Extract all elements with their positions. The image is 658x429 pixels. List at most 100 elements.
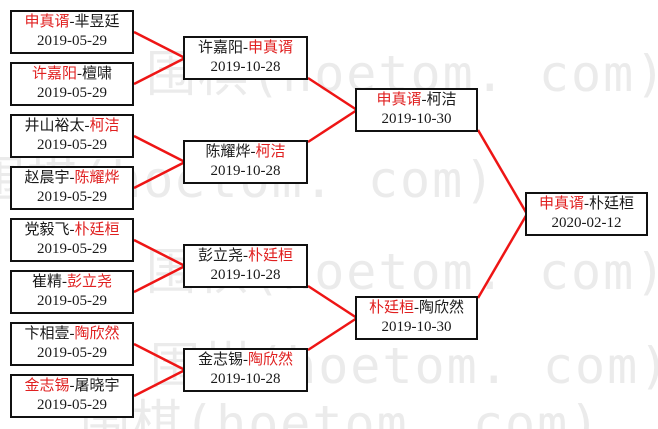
vs-separator: - xyxy=(243,248,248,264)
vs-separator: - xyxy=(84,118,90,134)
match-players: 金志锡-屠晓宇 xyxy=(12,377,132,396)
connector-line xyxy=(133,264,186,294)
vs-separator: - xyxy=(584,196,589,212)
player-name-winner: 申真谞 xyxy=(376,92,422,108)
match-players: 许嘉阳-申真谞 xyxy=(185,39,306,58)
player-name: 彭立尧 xyxy=(197,248,243,264)
match-date: 2019-05-29 xyxy=(37,241,107,257)
player-name-winner: 柯洁 xyxy=(255,144,286,160)
player-name: 崔精 xyxy=(31,274,62,290)
vs-separator: - xyxy=(69,378,75,394)
connector-line xyxy=(133,134,186,164)
connector-line xyxy=(133,342,186,372)
match-date: 2019-05-29 xyxy=(37,397,107,413)
match-box-round-of-16-1: 申真谞-芈昱廷 2019-05-29 xyxy=(10,10,134,54)
match-players: 崔精-彭立尧 xyxy=(12,273,132,292)
match-players: 金志锡-陶欣然 xyxy=(185,351,306,370)
connector-line xyxy=(476,213,529,299)
vs-separator: - xyxy=(77,66,82,82)
player-name-winner: 陶欣然 xyxy=(74,326,120,342)
player-name-winner: 许嘉阳 xyxy=(31,66,77,82)
match-players: 赵晨宇-陈耀烨 xyxy=(12,169,132,188)
player-name: 芈昱廷 xyxy=(74,14,120,30)
match-players: 卞相壹-陶欣然 xyxy=(12,325,132,344)
connector-line xyxy=(307,284,358,320)
connector-line xyxy=(133,160,186,190)
player-name: 檀啸 xyxy=(82,66,113,82)
match-date: 2019-05-29 xyxy=(37,33,107,49)
player-name: 赵晨宇 xyxy=(24,170,70,186)
match-date: 2019-05-29 xyxy=(37,293,107,309)
match-players: 陈耀烨-柯洁 xyxy=(185,143,306,162)
player-name-winner: 申真谞 xyxy=(24,14,70,30)
player-name-winner: 金志锡 xyxy=(24,378,70,394)
vs-separator: - xyxy=(250,144,256,160)
vs-separator: - xyxy=(69,326,75,342)
player-name-winner: 朴廷桓 xyxy=(248,248,294,264)
vs-separator: - xyxy=(243,352,248,368)
match-date: 2019-10-28 xyxy=(210,267,281,283)
vs-separator: - xyxy=(69,222,75,238)
player-name: 井山裕太 xyxy=(24,118,85,134)
player-name-winner: 申真谞 xyxy=(248,40,294,56)
connector-line xyxy=(307,108,358,144)
player-name: 陈耀烨 xyxy=(205,144,251,160)
vs-separator: - xyxy=(62,274,67,290)
player-name: 卞相壹 xyxy=(24,326,70,342)
player-name: 金志锡 xyxy=(197,352,243,368)
match-players: 申真谞-朴廷桓 xyxy=(527,195,646,214)
player-name: 屠晓宇 xyxy=(74,378,120,394)
vs-separator: - xyxy=(421,92,427,108)
player-name-winner: 申真谞 xyxy=(538,196,584,212)
connector-line xyxy=(133,56,186,86)
player-name: 柯洁 xyxy=(426,92,457,108)
player-name-winner: 朴廷桓 xyxy=(368,300,414,316)
vs-separator: - xyxy=(69,14,75,30)
match-date: 2019-10-28 xyxy=(210,371,281,387)
match-date: 2019-05-29 xyxy=(37,189,107,205)
connector-line xyxy=(133,368,186,398)
player-name-winner: 柯洁 xyxy=(89,118,120,134)
match-players: 申真谞-柯洁 xyxy=(357,91,476,110)
player-name-winner: 朴廷桓 xyxy=(74,222,120,238)
match-date: 2019-10-30 xyxy=(381,319,452,335)
player-name-winner: 陈耀烨 xyxy=(74,170,120,186)
match-date: 2019-05-29 xyxy=(37,345,107,361)
player-name-winner: 陶欣然 xyxy=(248,352,294,368)
match-date: 2019-10-28 xyxy=(210,163,281,179)
match-date: 2020-02-12 xyxy=(551,215,622,231)
vs-separator: - xyxy=(414,300,419,316)
connector-line xyxy=(307,316,358,352)
match-players: 党毅飞-朴廷桓 xyxy=(12,221,132,240)
connector-line xyxy=(307,76,358,112)
connector-line xyxy=(133,238,186,268)
match-date: 2019-05-29 xyxy=(37,85,107,101)
connector-line xyxy=(476,129,529,215)
player-name: 党毅飞 xyxy=(24,222,70,238)
match-date: 2019-05-29 xyxy=(37,137,107,153)
player-name: 朴廷桓 xyxy=(589,196,635,212)
watermark-text: 围棋(hoetom. com) xyxy=(80,395,602,429)
match-date: 2019-10-28 xyxy=(210,59,281,75)
player-name-winner: 彭立尧 xyxy=(67,274,113,290)
match-players: 彭立尧-朴廷桓 xyxy=(185,247,306,266)
vs-separator: - xyxy=(69,170,75,186)
player-name: 许嘉阳 xyxy=(197,40,243,56)
connector-line xyxy=(133,30,186,60)
match-date: 2019-10-30 xyxy=(381,111,452,127)
match-players: 井山裕太-柯洁 xyxy=(12,117,132,136)
match-players: 许嘉阳-檀啸 xyxy=(12,65,132,84)
